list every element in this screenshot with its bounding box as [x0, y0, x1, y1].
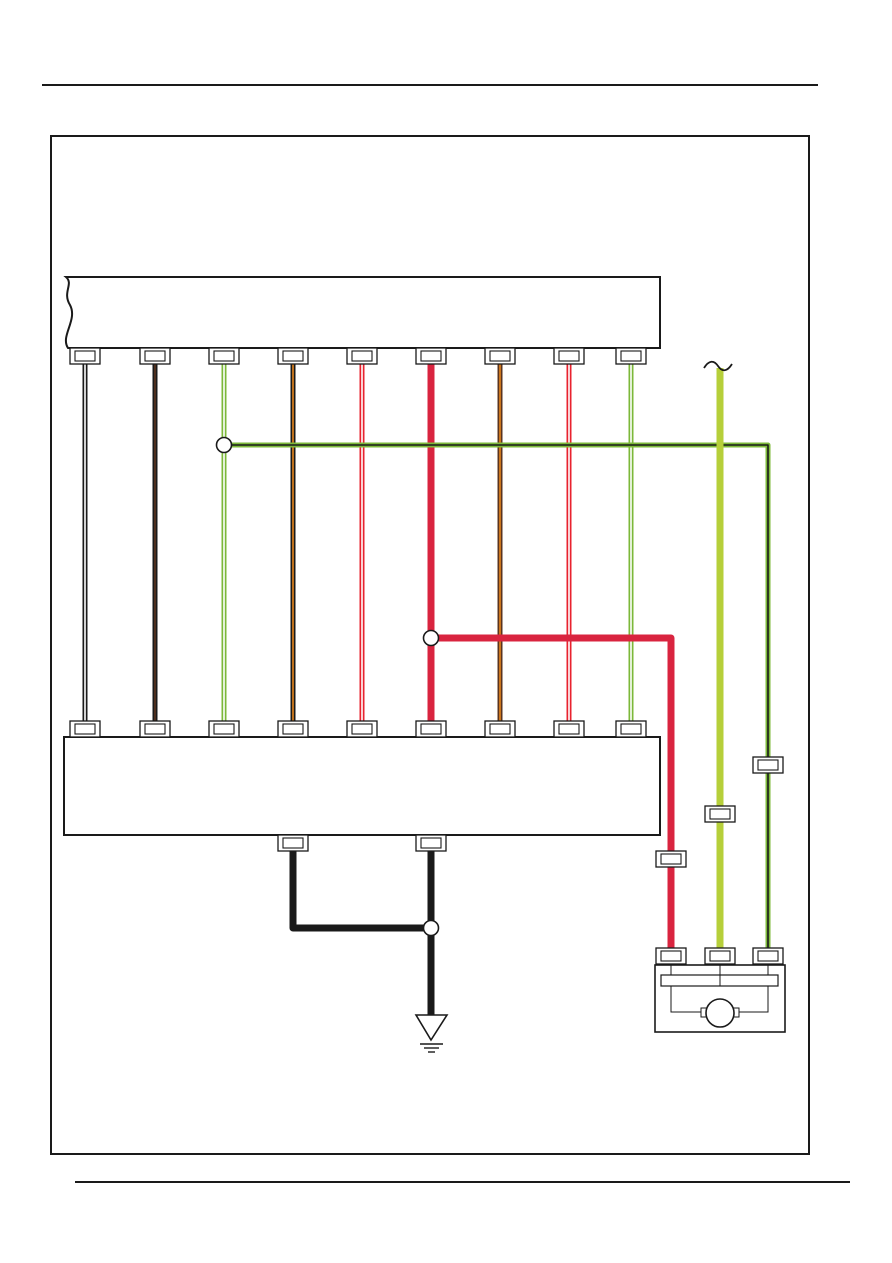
motor-terminal-3	[752, 947, 784, 965]
lower-pin-3	[208, 720, 240, 738]
wire-break-icon	[703, 360, 733, 372]
lower-pin-5	[346, 720, 378, 738]
lower-module-block	[63, 736, 661, 836]
splice-green	[215, 436, 233, 454]
diagram-frame	[50, 135, 810, 1155]
lower-ground-pin-1	[277, 834, 309, 852]
motor-component	[654, 964, 786, 1033]
upper-pin-8	[553, 347, 585, 365]
motor-terminal-2	[704, 947, 736, 965]
lower-pin-4	[277, 720, 309, 738]
inline-connector-yellow-green	[704, 805, 736, 823]
lower-ground-pin-2	[415, 834, 447, 852]
inline-connector-green	[752, 756, 784, 774]
lower-pin-1	[69, 720, 101, 738]
inline-connector-red	[655, 850, 687, 868]
wire-m3	[224, 442, 771, 960]
ground-symbol-icon	[414, 1014, 449, 1053]
splice-layer	[215, 436, 440, 937]
lower-pin-7	[484, 720, 516, 738]
upper-pin-1	[69, 347, 101, 365]
lower-pin-9	[615, 720, 647, 738]
splice-red	[422, 629, 440, 647]
upper-pin-6	[415, 347, 447, 365]
wire-ground-a	[289, 851, 431, 932]
lower-pin-6	[415, 720, 447, 738]
upper-module-block	[63, 276, 661, 349]
lower-pin-2	[139, 720, 171, 738]
motor-icon	[705, 998, 735, 1028]
splice-ground	[422, 919, 440, 937]
upper-pin-9	[615, 347, 647, 365]
upper-pin-5	[346, 347, 378, 365]
lower-pin-8	[553, 720, 585, 738]
upper-pin-2	[139, 347, 171, 365]
wire-layer	[82, 362, 771, 1015]
upper-pin-4	[277, 347, 309, 365]
connector-layer	[69, 347, 784, 965]
upper-pin-3	[208, 347, 240, 365]
upper-pin-7	[484, 347, 516, 365]
motor-terminal-1	[655, 947, 687, 965]
